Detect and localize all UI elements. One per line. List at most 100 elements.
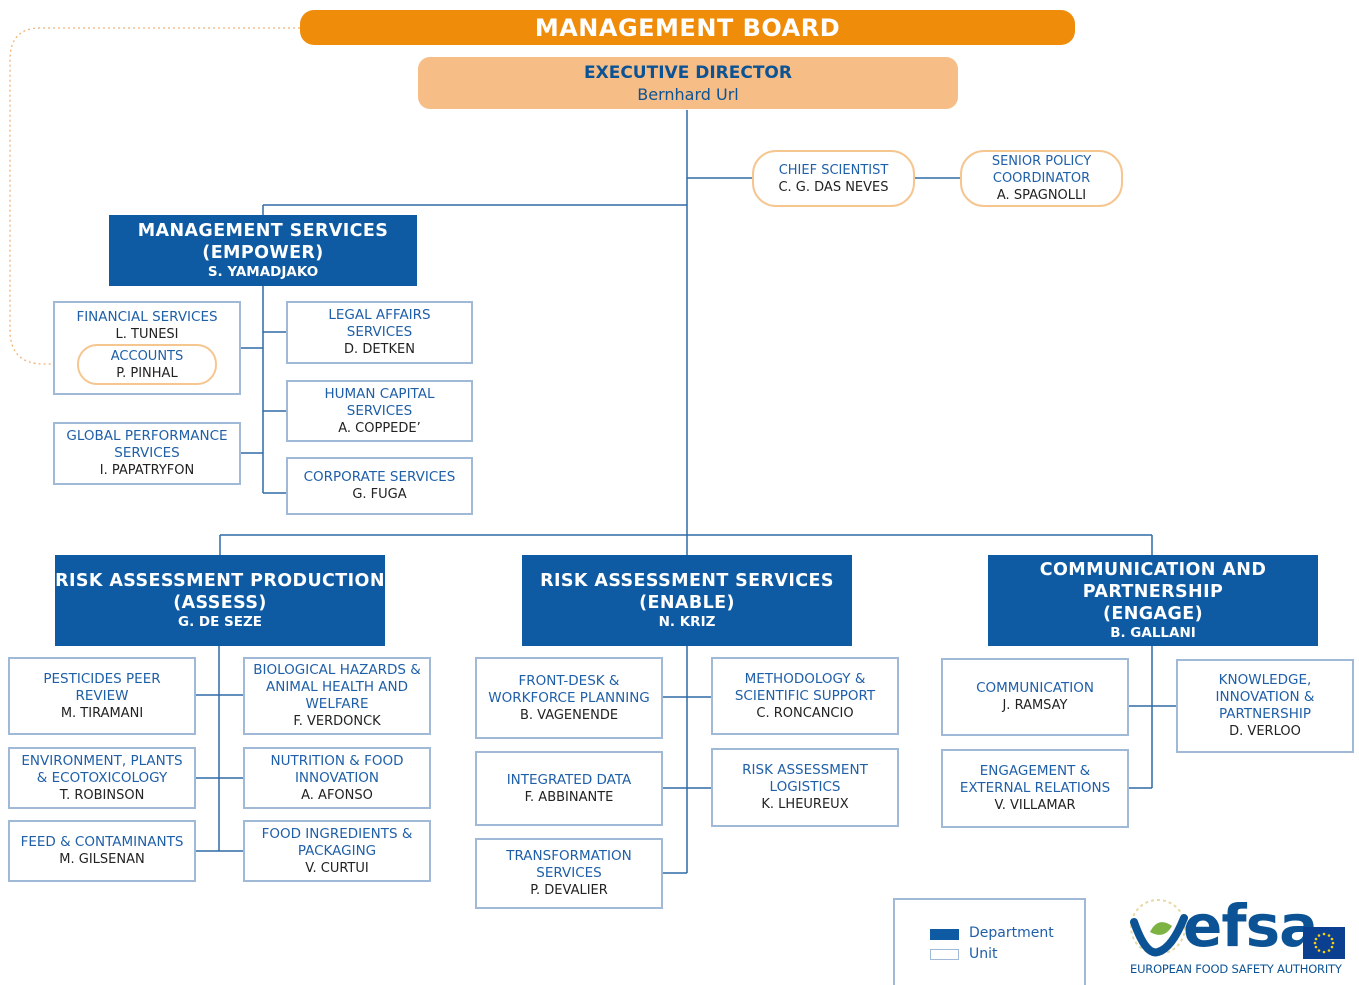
unit-title: GLOBAL PERFORMANCE [66, 428, 228, 444]
dept-title: COMMUNICATION AND [1039, 560, 1267, 580]
unit-title: SERVICES [114, 445, 180, 461]
unit-head: V. CURTUI [305, 860, 369, 876]
dept-title: (EMPOWER) [202, 243, 324, 263]
unit-title: RISK ASSESSMENT [742, 762, 868, 778]
unit-title: TRANSFORMATION [506, 848, 632, 864]
unit-biological-hazards: BIOLOGICAL HAZARDS & ANIMAL HEALTH AND W… [243, 657, 431, 735]
dept-communication-partnership: COMMUNICATION AND PARTNERSHIP (ENGAGE) B… [988, 555, 1318, 646]
unit-front-desk: FRONT-DESK & WORKFORCE PLANNING B. VAGEN… [475, 657, 663, 739]
dept-risk-assessment-services: RISK ASSESSMENT SERVICES (ENABLE) N. KRI… [522, 555, 852, 646]
unit-corporate-services: CORPORATE SERVICES G. FUGA [286, 457, 473, 515]
unit-title: COMMUNICATION [976, 680, 1094, 696]
unit-title: KNOWLEDGE, [1218, 672, 1312, 688]
unit-title: CORPORATE SERVICES [303, 469, 456, 485]
unit-head: F. VERDONCK [293, 714, 381, 729]
dept-title: PARTNERSHIP [1082, 582, 1224, 602]
senior-policy-title-1: SENIOR POLICY [991, 154, 1092, 169]
unit-logistics: RISK ASSESSMENT LOGISTICS K. LHEUREUX [711, 748, 899, 827]
unit-feed-contaminants: FEED & CONTAMINANTS M. GILSENAN [8, 820, 196, 882]
unit-title: SERVICES [346, 324, 413, 340]
unit-head: T. ROBINSON [59, 787, 145, 803]
unit-title: REVIEW [75, 687, 129, 704]
legend-department-label: Department [969, 925, 1054, 941]
dept-title: RISK ASSESSMENT PRODUCTION [55, 571, 385, 591]
eu-flag-icon [1303, 927, 1345, 959]
unit-title: PARTNERSHIP [1218, 706, 1311, 722]
unit-title: FOOD INGREDIENTS & [261, 825, 413, 842]
unit-head: D. VERLOO [1229, 724, 1301, 739]
unit-global-performance: GLOBAL PERFORMANCE SERVICES I. PAPATRYFO… [53, 422, 241, 485]
dept-management-services: MANAGEMENT SERVICES (EMPOWER) S. YAMADJA… [109, 215, 417, 286]
legend-unit-swatch [930, 949, 959, 960]
unit-title: SERVICES [346, 402, 413, 419]
unit-title: LOGISTICS [769, 779, 841, 795]
efsa-tagline: EUROPEAN FOOD SAFETY AUTHORITY [1130, 962, 1342, 976]
unit-human-capital: HUMAN CAPITAL SERVICES A. COPPEDE’ [286, 380, 473, 442]
unit-title: PACKAGING [297, 842, 377, 859]
dept-head: B. GALLANI [1110, 625, 1196, 641]
unit-nutrition-food: NUTRITION & FOOD INNOVATION A. AFONSO [243, 747, 431, 809]
senior-policy-box: SENIOR POLICY COORDINATOR A. SPAGNOLLI [960, 150, 1123, 207]
unit-title: INNOVATION & [1215, 689, 1315, 705]
unit-legal-affairs: LEGAL AFFAIRS SERVICES D. DETKEN [286, 301, 473, 364]
unit-methodology: METHODOLOGY & SCIENTIFIC SUPPORT C. RONC… [711, 657, 899, 735]
legend-department-swatch [930, 929, 959, 940]
unit-title: FINANCIAL SERVICES [76, 309, 218, 325]
legend-unit-label: Unit [969, 946, 998, 962]
unit-title: NUTRITION & FOOD [270, 752, 404, 769]
unit-head: B. VAGENENDE [519, 707, 619, 723]
senior-policy-title-2: COORDINATOR [992, 171, 1091, 186]
management-board-label: MANAGEMENT BOARD [534, 13, 841, 42]
unit-title: INTEGRATED DATA [506, 771, 632, 788]
unit-head: F. ABBINANTE [524, 789, 614, 805]
unit-head: L. TUNESI [115, 327, 179, 342]
dept-title: RISK ASSESSMENT SERVICES [540, 571, 834, 591]
unit-environment-plants: ENVIRONMENT, PLANTS & ECOTOXICOLOGY T. R… [8, 747, 196, 809]
unit-title: INNOVATION [294, 769, 380, 786]
unit-title: & ECOTOXICOLOGY [36, 769, 168, 786]
unit-title: BIOLOGICAL HAZARDS & [253, 662, 421, 678]
unit-head: C. RONCANCIO [756, 705, 854, 721]
unit-title: HUMAN CAPITAL [324, 385, 435, 402]
accounts-box: ACCOUNTS P. PINHAL [77, 344, 217, 385]
senior-policy-name: A. SPAGNOLLI [996, 188, 1087, 203]
unit-pesticides-peer-review: PESTICIDES PEER REVIEW M. TIRAMANI [8, 657, 196, 735]
unit-head: A. COPPEDE’ [338, 420, 421, 436]
unit-title: FEED & CONTAMINANTS [20, 834, 184, 850]
unit-head: G. FUGA [352, 487, 407, 502]
efsa-logo-mark [1130, 899, 1188, 957]
unit-head: V. VILLAMAR [994, 798, 1076, 813]
unit-title: SERVICES [536, 865, 602, 881]
unit-title: FRONT-DESK & [518, 672, 620, 689]
unit-title: EXTERNAL RELATIONS [959, 780, 1111, 796]
unit-engagement-external: ENGAGEMENT & EXTERNAL RELATIONS V. VILLA… [941, 749, 1129, 828]
dept-title: (ASSESS) [173, 593, 267, 613]
accounts-name: P. PINHAL [116, 365, 178, 381]
dept-risk-assessment-production: RISK ASSESSMENT PRODUCTION (ASSESS) G. D… [55, 555, 385, 646]
unit-integrated-data: INTEGRATED DATA F. ABBINANTE [475, 751, 663, 826]
efsa-wordmark: efsa [1183, 892, 1318, 960]
executive-director-title: EXECUTIVE DIRECTOR [584, 62, 792, 83]
unit-transformation: TRANSFORMATION SERVICES P. DEVALIER [475, 838, 663, 909]
unit-head: I. PAPATRYFON [99, 463, 195, 478]
chief-scientist-box: CHIEF SCIENTIST C. G. DAS NEVES [752, 150, 915, 207]
unit-communication: COMMUNICATION J. RAMSAY [941, 658, 1129, 736]
unit-title: WORKFORCE PLANNING [488, 689, 650, 706]
unit-title: WELFARE [305, 696, 369, 712]
unit-head: M. TIRAMANI [60, 705, 144, 721]
executive-director-name: Bernhard Url [637, 84, 739, 104]
unit-title: LEGAL AFFAIRS [328, 307, 431, 323]
chief-scientist-name: C. G. DAS NEVES [778, 179, 889, 195]
unit-title: METHODOLOGY & [744, 670, 866, 687]
unit-title: SCIENTIFIC SUPPORT [734, 687, 876, 704]
dept-head: G. DE SEZE [178, 614, 262, 630]
dept-title: (ENGAGE) [1102, 604, 1204, 624]
dept-title: MANAGEMENT SERVICES [137, 221, 389, 241]
unit-head: P. DEVALIER [530, 883, 608, 898]
unit-title: PESTICIDES PEER [43, 670, 161, 687]
executive-director-box: EXECUTIVE DIRECTOR Bernhard Url [418, 57, 958, 109]
chief-scientist-title: CHIEF SCIENTIST [778, 162, 889, 178]
management-board: MANAGEMENT BOARD [300, 10, 1075, 45]
unit-food-ingredients: FOOD INGREDIENTS & PACKAGING V. CURTUI [243, 820, 431, 882]
